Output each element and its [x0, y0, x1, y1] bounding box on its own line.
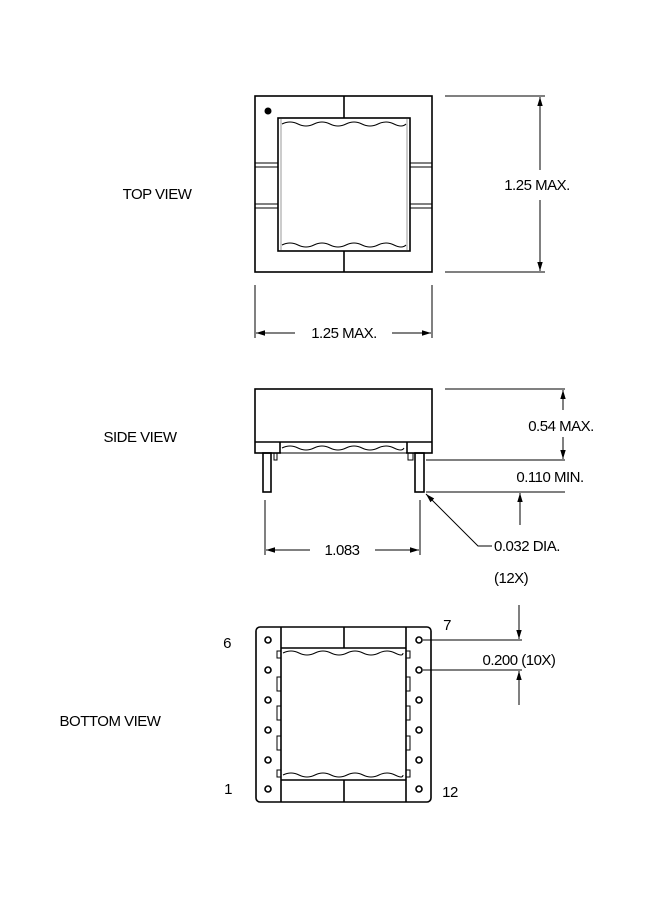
pin-left: [262, 452, 272, 493]
pin-spacing-dimension: 1.083: [324, 542, 359, 559]
bottom-outline: [255, 626, 432, 803]
top-view-label: TOP VIEW: [123, 186, 193, 203]
top-core-window: [277, 117, 411, 252]
pin-label-7: 7: [443, 617, 451, 634]
pin-label-6: 6: [223, 635, 231, 652]
side-body: [254, 388, 433, 454]
pin-diameter-dimension: 0.032 DIA.: [494, 538, 560, 555]
side-view: SIDE VIEW 0.54 MAX. 0.110 MIN. 1.083 0.0…: [103, 388, 594, 587]
pin-count-label: (12X): [494, 570, 529, 587]
bottom-view-label: BOTTOM VIEW: [60, 713, 162, 730]
pitch-dimension: 0.200 (10X): [483, 652, 556, 669]
pin1-indicator-dot: [264, 107, 272, 115]
winding-edge-bottom: [281, 242, 407, 248]
pin-label-12: 12: [442, 784, 458, 801]
bottom-view: BOTTOM VIEW 6 1 7 12 0.200 (10X): [60, 605, 556, 803]
pin-holes: [264, 636, 423, 793]
top-height-dimension: 1.25 MAX.: [504, 177, 570, 194]
pin-right: [414, 452, 425, 493]
side-height-dimension: 0.54 MAX.: [528, 418, 594, 435]
top-view: TOP VIEW 1.25 MAX. 1.25 MAX.: [123, 95, 570, 342]
pin-length-dimension: 0.110 MIN.: [516, 469, 583, 486]
winding-edge-top: [281, 121, 407, 127]
top-width-dimension: 1.25 MAX.: [311, 325, 377, 342]
side-view-label: SIDE VIEW: [103, 429, 177, 446]
pin-label-1: 1: [224, 781, 232, 798]
